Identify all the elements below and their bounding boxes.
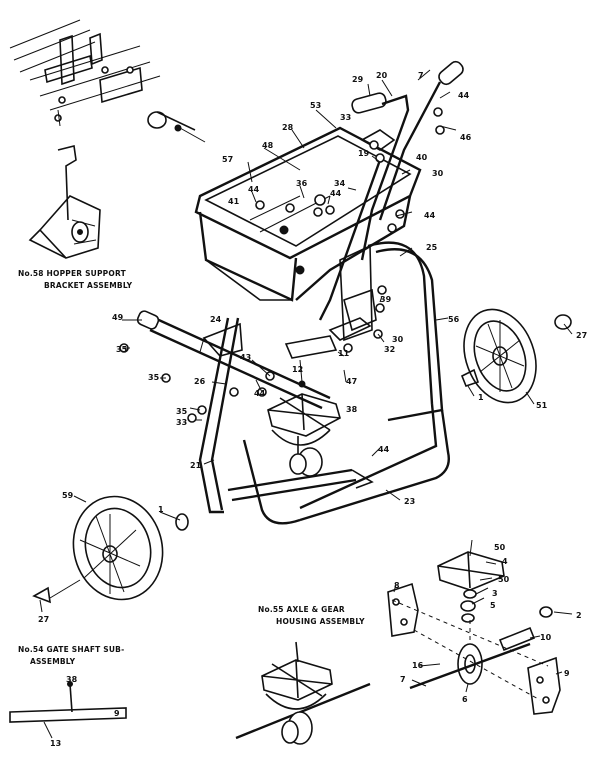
callout-44-e: 44 (254, 389, 266, 398)
gear-callout-4: 4 (502, 557, 508, 566)
gate-shaft-caption-1: No.54 GATE SHAFT SUB- (18, 645, 124, 654)
callouts: 29 20 7 44 46 53 33 28 48 57 19 40 30 34… (38, 71, 587, 748)
callout-33: 33 (340, 113, 351, 122)
hopper-bracket-caption-1: No.58 HOPPER SUPPORT (18, 269, 127, 278)
callout-35-b: 35 (148, 373, 160, 382)
callout-35-c: 35 (176, 407, 188, 416)
axle-gear-caption-2: HOUSING ASSEMBLY (276, 617, 365, 626)
gear-callout-7: 7 (400, 675, 406, 684)
callout-44-b: 44 (330, 189, 342, 198)
callout-59: 59 (62, 491, 74, 500)
callout-23: 23 (404, 497, 415, 506)
handle (318, 60, 464, 321)
top-bracket-exploded (9, 19, 206, 143)
callout-30-b: 30 (392, 335, 404, 344)
gear-callout-2: 2 (576, 611, 582, 620)
callout-29: 29 (352, 75, 364, 84)
callout-53: 53 (310, 101, 321, 110)
callout-27-a: 27 (576, 331, 587, 340)
gear-callout-10: 10 (540, 633, 552, 642)
left-wheel (32, 495, 189, 604)
callout-44: 44 (458, 91, 470, 100)
callout-21: 21 (190, 461, 202, 470)
axle-gear-caption-1: No.55 AXLE & GEAR (258, 605, 345, 614)
callout-56: 56 (448, 315, 460, 324)
gear-callout-6: 6 (462, 695, 468, 704)
gear-callout-8: 8 (394, 581, 400, 590)
axle-tube (119, 310, 331, 423)
callout-1-b: 1 (158, 505, 164, 514)
callout-32: 32 (384, 345, 395, 354)
callout-41: 41 (228, 197, 240, 206)
callout-11: 11 (338, 349, 350, 358)
callout-1-a: 1 (478, 393, 484, 402)
callout-25: 25 (426, 243, 438, 252)
callout-36: 36 (296, 179, 308, 188)
callout-20: 20 (376, 71, 388, 80)
hopper (194, 126, 422, 302)
gear-callout-50: 50 (494, 543, 506, 552)
callout-38: 38 (346, 405, 358, 414)
callout-35-a: 35 (116, 345, 128, 354)
callout-44-f: 44 (378, 445, 390, 454)
hopper-support-bracket: No.58 HOPPER SUPPORT BRACKET ASSEMBLY (18, 145, 133, 290)
callout-47: 47 (346, 377, 357, 386)
shaft-callout-38: 38 (66, 675, 78, 684)
callout-51: 51 (536, 401, 548, 410)
callout-26: 26 (194, 377, 206, 386)
callout-12: 12 (292, 365, 303, 374)
gear-callout-9: 9 (564, 669, 570, 678)
callout-24: 24 (210, 315, 222, 324)
gate-shaft-caption-2: ASSEMBLY (30, 657, 76, 666)
shaft-callout-9: 9 (114, 709, 120, 718)
frame (198, 241, 450, 525)
hopper-bracket-caption-2: BRACKET ASSEMBLY (44, 281, 133, 290)
leader-lines (39, 69, 573, 693)
callout-46: 46 (460, 133, 472, 142)
gear-callout-16: 16 (412, 661, 424, 670)
spreader-plate (267, 393, 341, 477)
callout-44-d: 44 (424, 211, 436, 220)
shaft-callout-13: 13 (50, 739, 61, 748)
callout-43: 43 (240, 353, 251, 362)
callout-34: 34 (334, 179, 346, 188)
callout-33-b: 33 (176, 418, 187, 427)
callout-48: 48 (262, 141, 274, 150)
callout-44-c: 44 (248, 185, 260, 194)
gear-callout-5: 5 (490, 601, 496, 610)
gate-shaft: No.54 GATE SHAFT SUB- ASSEMBLY (9, 645, 127, 739)
callout-49: 49 (112, 313, 124, 322)
callout-27-b: 27 (38, 615, 49, 624)
callout-39: 39 (380, 295, 392, 304)
callout-57: 57 (222, 155, 233, 164)
callout-7: 7 (418, 71, 424, 80)
callout-40: 40 (416, 153, 428, 162)
callout-28: 28 (282, 123, 294, 132)
axle-gear-assembly: No.55 AXLE & GEAR HOUSING ASSEMBLY (235, 551, 561, 745)
right-wheel (460, 308, 572, 404)
gear-callout-50-b: 50 (498, 575, 510, 584)
callout-19: 19 (358, 149, 370, 158)
callout-30: 30 (432, 169, 444, 178)
gear-callout-3: 3 (492, 589, 498, 598)
